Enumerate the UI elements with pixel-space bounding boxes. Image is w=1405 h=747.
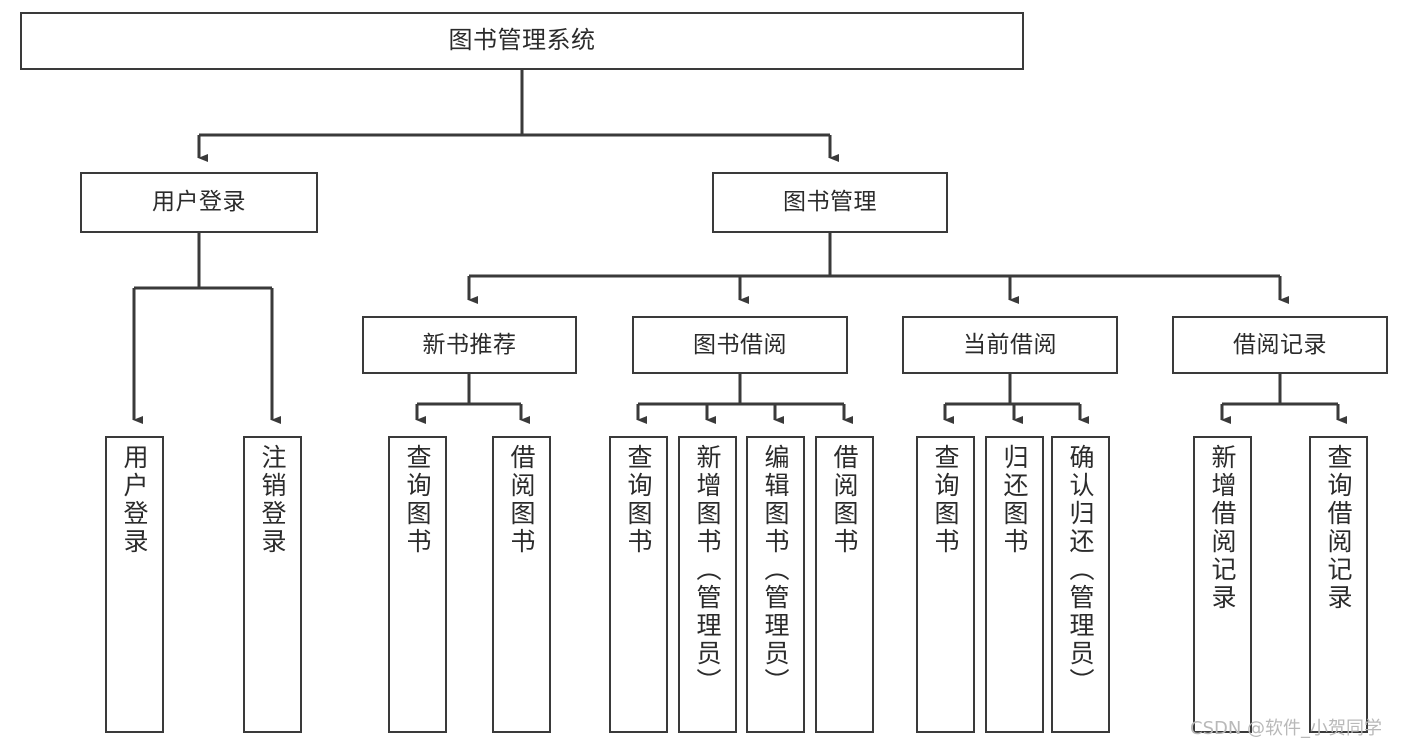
node-label: 查询图书: [931, 444, 960, 556]
node-root-system[interactable]: 图书管理系统: [20, 12, 1024, 70]
node-label: 当前借阅: [963, 331, 1057, 358]
node-borrow-record[interactable]: 借阅记录: [1172, 316, 1388, 374]
leaf-record-query-record[interactable]: 查询借阅记录: [1309, 436, 1368, 733]
leaf-current-query-book[interactable]: 查询图书: [916, 436, 975, 733]
node-label: 归还图书: [1000, 444, 1029, 556]
leaf-borrow-add-book-admin[interactable]: 新增图书（管理员）: [678, 436, 737, 733]
leaf-record-add-record[interactable]: 新增借阅记录: [1193, 436, 1252, 733]
node-label: 用户登录: [120, 444, 149, 556]
node-label: 查询图书: [403, 444, 432, 556]
leaf-user-login-logout[interactable]: 注销登录: [243, 436, 302, 733]
leaf-current-return-book[interactable]: 归还图书: [985, 436, 1044, 733]
node-book-borrow[interactable]: 图书借阅: [632, 316, 848, 374]
node-label: 新书推荐: [422, 331, 517, 358]
watermark: CSDN @软件_小贺同学: [1190, 718, 1383, 739]
leaf-borrow-edit-book-admin[interactable]: 编辑图书（管理员）: [746, 436, 805, 733]
leaf-user-login-login[interactable]: 用户登录: [105, 436, 164, 733]
node-label: 借阅图书: [830, 444, 859, 556]
node-label: 新增借阅记录: [1208, 444, 1237, 612]
node-label: 编辑图书（管理员）: [761, 444, 790, 696]
node-label: 查询图书: [624, 444, 653, 556]
node-label: 图书管理: [783, 189, 877, 216]
leaf-current-confirm-return-admin[interactable]: 确认归还（管理员）: [1051, 436, 1110, 733]
node-new-book-recommend[interactable]: 新书推荐: [362, 316, 577, 374]
node-label: 用户登录: [152, 189, 246, 216]
node-label: 图书借阅: [693, 331, 787, 358]
node-label: 新增图书（管理员）: [693, 444, 722, 696]
node-book-management[interactable]: 图书管理: [712, 172, 948, 233]
node-current-borrow[interactable]: 当前借阅: [902, 316, 1118, 374]
node-label: 查询借阅记录: [1324, 444, 1353, 612]
leaf-borrow-borrow-book[interactable]: 借阅图书: [815, 436, 874, 733]
node-label: 确认归还（管理员）: [1066, 444, 1095, 696]
leaf-recommend-borrow-book[interactable]: 借阅图书: [492, 436, 551, 733]
leaf-recommend-query-book[interactable]: 查询图书: [388, 436, 447, 733]
leaf-borrow-query-book[interactable]: 查询图书: [609, 436, 668, 733]
node-label: 借阅图书: [507, 444, 536, 556]
node-label: 借阅记录: [1233, 331, 1327, 358]
node-label: 注销登录: [258, 444, 287, 556]
node-label: 图书管理系统: [448, 26, 596, 55]
node-user-login[interactable]: 用户登录: [80, 172, 318, 233]
